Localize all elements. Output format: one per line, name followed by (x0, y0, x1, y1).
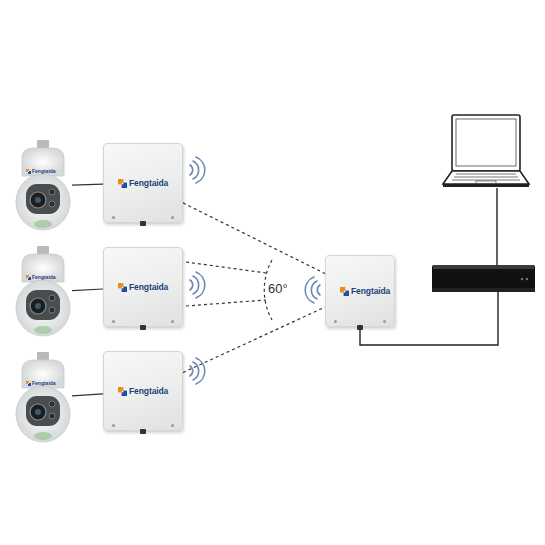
screw-dot (171, 424, 174, 427)
wireless-bridge: Fengtaida (103, 143, 183, 223)
logo-icon (340, 287, 349, 296)
brand-text: Fengtaida (32, 274, 56, 280)
beam-line (186, 300, 266, 306)
brand-logo: Fengtaida (26, 274, 56, 280)
wifi-symbol (190, 358, 205, 384)
cable (72, 184, 103, 186)
screw-dot (171, 320, 174, 323)
wifi-symbol (190, 157, 205, 183)
brand-logo: Fengtaida (26, 380, 56, 386)
wireless-bridge: Fengtaida (103, 247, 183, 327)
wireless-link (183, 307, 325, 372)
wifi-symbol (190, 272, 205, 298)
camera-node: Fengtaida (14, 140, 72, 232)
brand-logo: Fengtaida (118, 178, 168, 188)
brand-text: Fengtaida (129, 282, 168, 292)
camera-node: Fengtaida (14, 352, 72, 444)
cable (72, 289, 103, 291)
port-nub (357, 325, 363, 330)
logo-icon (118, 387, 127, 396)
angle-label: 60° (268, 281, 288, 296)
camera-node: Fengtaida (14, 246, 72, 338)
port-nub (140, 221, 146, 226)
screw-dot (171, 216, 174, 219)
nvr-recorder (432, 265, 535, 292)
brand-logo: Fengtaida (340, 286, 390, 296)
port-nub (140, 325, 146, 330)
ptz-camera (14, 140, 72, 232)
cable (496, 188, 497, 265)
brand-text: Fengtaida (32, 168, 56, 174)
ptz-camera (14, 352, 72, 444)
port-nub (140, 429, 146, 434)
wireless-link (183, 203, 325, 274)
beam-line (186, 262, 266, 273)
brand-logo: Fengtaida (118, 386, 168, 396)
screw-dot (112, 320, 115, 323)
brand-logo: Fengtaida (26, 168, 56, 174)
laptop (443, 115, 529, 187)
brand-text: Fengtaida (129, 386, 168, 396)
logo-icon (26, 169, 31, 174)
screw-dot (383, 320, 386, 323)
screw-dot (112, 216, 115, 219)
brand-text: Fengtaida (129, 178, 168, 188)
ptz-camera (14, 246, 72, 338)
wireless-bridge: Fengtaida (325, 255, 395, 327)
logo-icon (118, 179, 127, 188)
screw-dot (112, 424, 115, 427)
cable (72, 394, 103, 396)
brand-text: Fengtaida (351, 286, 390, 296)
screw-dot (334, 320, 337, 323)
wireless-bridge: Fengtaida (103, 351, 183, 431)
brand-text: Fengtaida (32, 380, 56, 386)
brand-logo: Fengtaida (118, 282, 168, 292)
logo-icon (26, 275, 31, 280)
logo-icon (26, 381, 31, 386)
logo-icon (118, 283, 127, 292)
wifi-symbol (305, 277, 320, 303)
